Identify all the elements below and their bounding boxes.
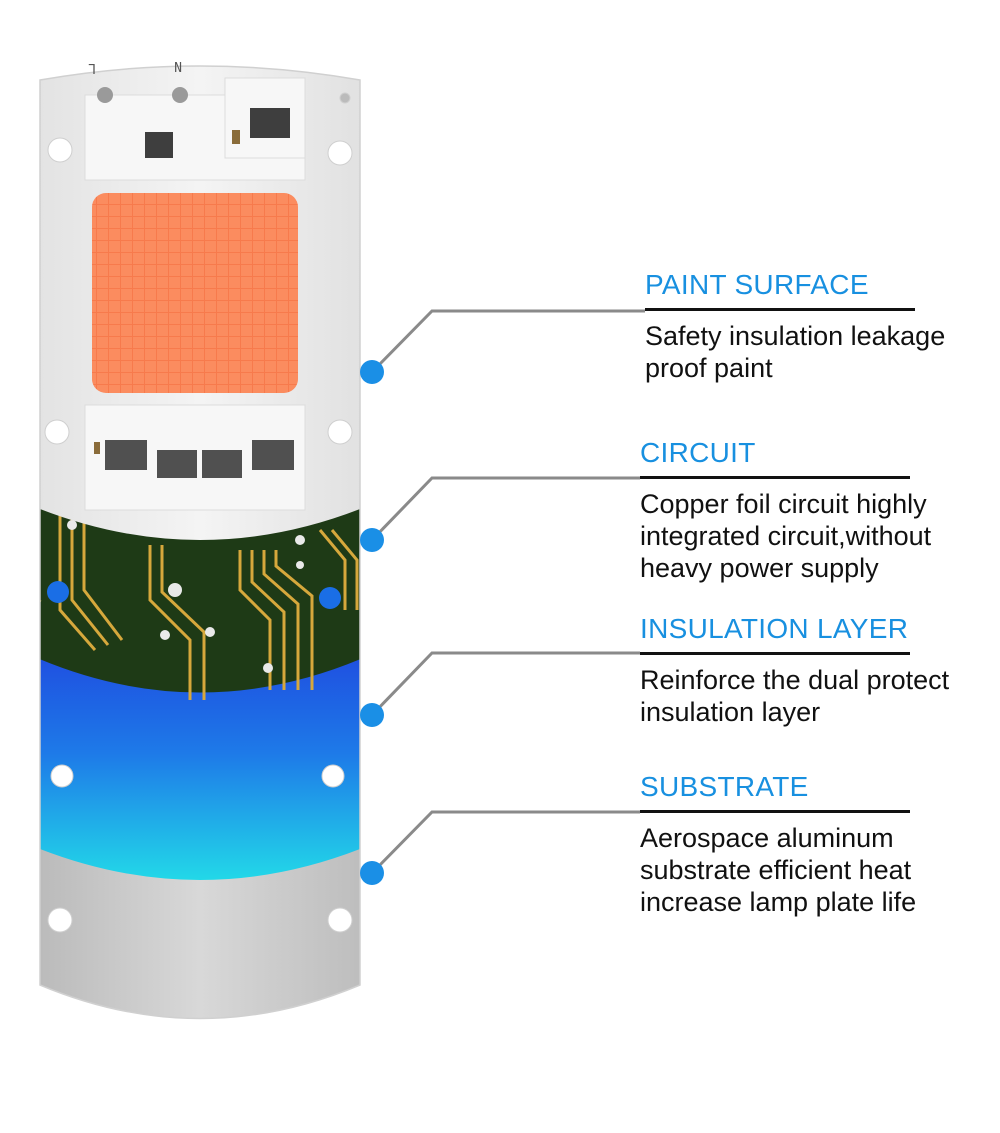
description-line: Safety insulation leakage (645, 321, 946, 351)
callout-underline (640, 476, 910, 479)
callout-dot (360, 360, 384, 384)
leader-line (370, 309, 645, 374)
callout-title: CIRCUIT (640, 437, 756, 468)
leader-line (370, 476, 640, 542)
description-line: integrated circuit,without (640, 521, 932, 551)
callout-dot (360, 703, 384, 727)
callout-title: PAINT SURFACE (645, 269, 869, 300)
leader-lines (360, 309, 645, 885)
pad-label-left: L (88, 60, 96, 75)
description-line: heavy power supply (640, 553, 879, 583)
circuit-blue-dots (47, 581, 341, 609)
mounting-holes (44, 92, 353, 933)
callout-dot (360, 861, 384, 885)
description-line: insulation layer (640, 697, 821, 727)
description-line: Aerospace aluminum (640, 823, 894, 853)
copper-traces (40, 515, 359, 700)
insulation-layer (40, 650, 360, 880)
leader-line (370, 651, 640, 717)
pad-label-right: N (174, 58, 182, 73)
callout-title: INSULATION LAYER (640, 613, 909, 644)
callout-underline (645, 308, 915, 311)
callout-underline (640, 810, 910, 813)
led-chip (92, 193, 298, 393)
description-line: substrate efficient heat (640, 855, 912, 885)
description-line: increase lamp plate life (640, 887, 917, 917)
callout-underline (640, 652, 910, 655)
description-line: proof paint (645, 353, 773, 383)
callout-title: SUBSTRATE (640, 771, 809, 802)
paint-surface-components (84, 77, 306, 511)
description-line: Reinforce the dual protect (640, 665, 950, 695)
circuit-vias (67, 520, 305, 673)
description-line: Copper foil circuit highly (640, 489, 927, 519)
leader-line (370, 810, 640, 875)
callout-dot (360, 528, 384, 552)
